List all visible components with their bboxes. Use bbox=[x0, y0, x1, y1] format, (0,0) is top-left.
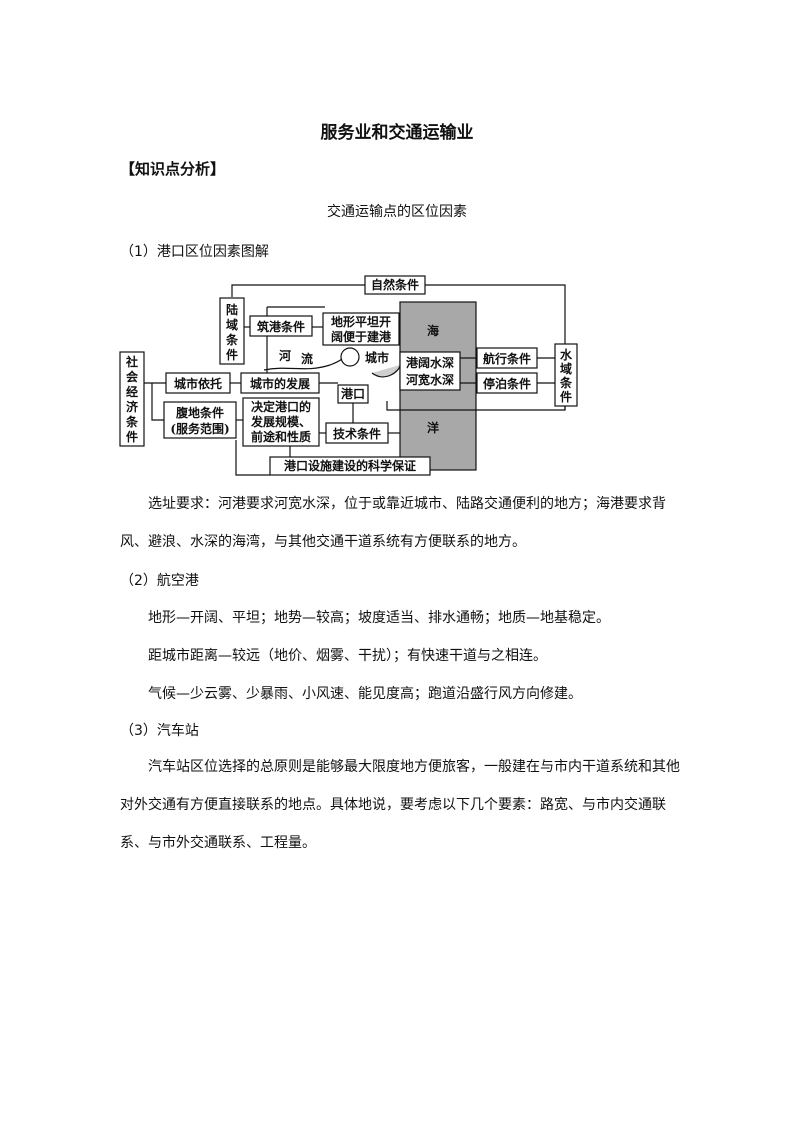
river-label: 流 bbox=[301, 351, 313, 366]
port-label: 港口 bbox=[341, 386, 365, 401]
social-label: 社 bbox=[125, 354, 138, 369]
terrain-label: 阔便于建港 bbox=[331, 329, 392, 344]
harbor-label: 河宽水深 bbox=[405, 372, 454, 387]
social-label: 经 bbox=[126, 384, 138, 399]
airport-heading: （2）航空港 bbox=[120, 573, 199, 589]
water-label: 条 bbox=[559, 375, 573, 390]
city-support-label: 城市依托 bbox=[174, 376, 222, 391]
page-title: 服务业和交通运输业 bbox=[320, 123, 474, 143]
decide-label: 决定港口的 bbox=[251, 399, 311, 414]
airport-line-1: 地形—开阔、平坦；地势—较高；坡度适当、排水通畅；地质—地基稳定。 bbox=[148, 610, 610, 626]
hinterland-label: 腹地条件 bbox=[176, 405, 224, 420]
social-label: 条 bbox=[125, 414, 139, 429]
city-label: 城市 bbox=[365, 350, 389, 365]
construction-label: 筑港条件 bbox=[257, 319, 305, 334]
decide-label: 发展规模、 bbox=[250, 414, 311, 429]
land-label: 件 bbox=[226, 347, 238, 362]
water-label: 水 bbox=[560, 347, 573, 362]
terrain-label: 地形平坦开 bbox=[331, 314, 391, 329]
sea-label: 海 bbox=[427, 323, 439, 338]
navigation-label: 航行条件 bbox=[483, 351, 531, 366]
airport-line-3: 气候—少云雾、少暴雨、小风速、能见度高；跑道沿盛行风方向修建。 bbox=[148, 686, 582, 702]
social-label: 会 bbox=[126, 369, 139, 384]
port-requirement: 选址要求：河港要求河宽水深，位于或靠近城市、陆路交通便利的地方；海港要求背风、避… bbox=[120, 496, 666, 550]
harbor-label: 港阔水深 bbox=[406, 355, 454, 370]
decide-label: 前途和性质 bbox=[251, 429, 311, 444]
port-location-diagram: 自然条件 陆 域 条 件 筑港条件 地形平坦开 阔便于建港 海 洋 水 域 条 … bbox=[119, 275, 578, 476]
mooring-label: 停泊条件 bbox=[483, 376, 531, 391]
land-label: 域 bbox=[226, 317, 238, 332]
social-label: 件 bbox=[126, 429, 138, 444]
subtitle: 交通运输点的区位因素 bbox=[327, 204, 467, 220]
bus-station-text: 汽车站区位选择的总原则是能够最大限度地方便旅客，一般建在与市内干道系统和其他对外… bbox=[120, 759, 680, 851]
water-label: 件 bbox=[560, 389, 572, 404]
natural-label: 自然条件 bbox=[371, 277, 419, 292]
land-label: 陆 bbox=[226, 302, 238, 317]
hinterland-label: (服务范围) bbox=[170, 421, 229, 436]
airport-line-2: 距城市距离—较远（地价、烟雾、干扰）；有快速干道与之相连。 bbox=[148, 648, 547, 664]
land-label: 条 bbox=[225, 332, 239, 347]
city-dev-label: 城市的发展 bbox=[250, 376, 310, 391]
river-label: 河 bbox=[278, 348, 291, 363]
science-label: 港口设施建设的科学保证 bbox=[284, 458, 416, 473]
section-heading: 【知识点分析】 bbox=[120, 160, 226, 178]
social-label: 济 bbox=[126, 399, 139, 414]
water-label: 域 bbox=[560, 361, 572, 376]
port-heading: （1）港口区位因素图解 bbox=[120, 244, 269, 260]
bus-station-heading: （3）汽车站 bbox=[120, 723, 199, 739]
tech-label: 技术条件 bbox=[333, 426, 381, 441]
ocean-label: 洋 bbox=[427, 420, 439, 435]
